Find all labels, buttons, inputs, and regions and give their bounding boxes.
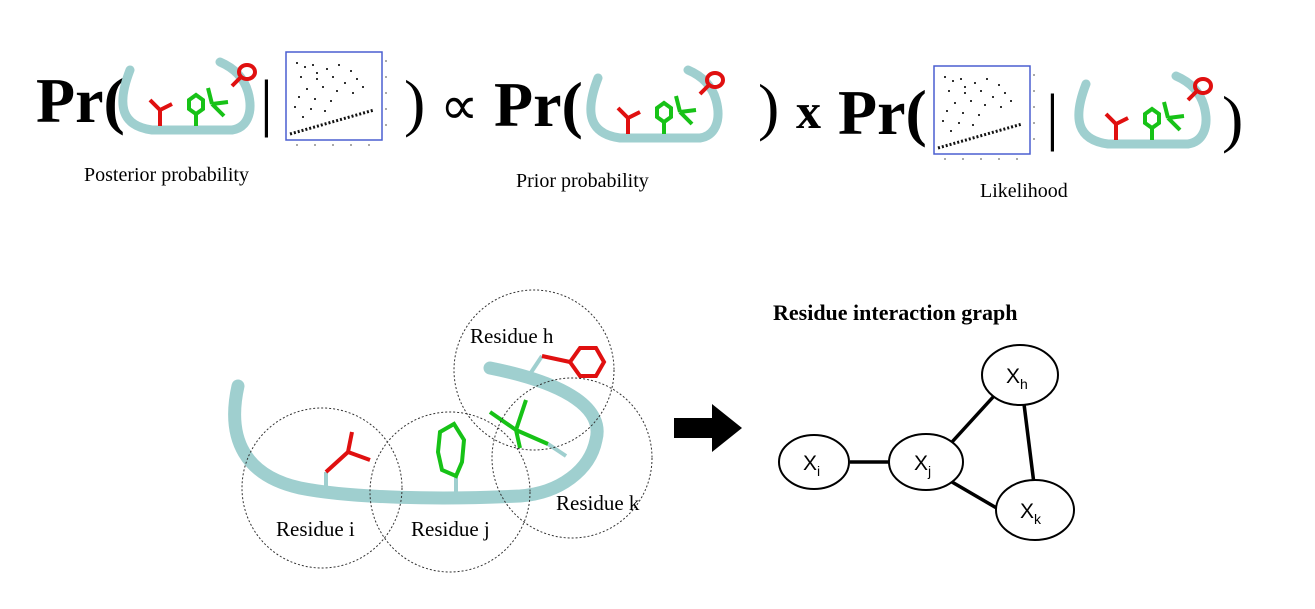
posterior-caption: Posterior probability xyxy=(84,164,249,186)
prior-pr-label: Pr( xyxy=(494,69,583,140)
graph-node-j: Xj xyxy=(888,433,964,491)
graph-node-i: Xi xyxy=(778,434,850,490)
residue-k-circle xyxy=(491,377,653,539)
proportional-symbol: ∝ xyxy=(440,76,479,136)
posterior-pr-label: Pr( xyxy=(36,65,125,136)
residue-k-label: Residue k xyxy=(556,491,640,515)
residue-h-sidechain xyxy=(528,346,607,378)
likelihood-pr-label: Pr( xyxy=(838,77,927,148)
residue-h-label: Residue h xyxy=(470,324,554,348)
prior-caption: Prior probability xyxy=(516,170,649,192)
prior-close-paren: ) xyxy=(758,71,779,142)
residue-i-circle xyxy=(241,407,403,569)
likelihood-plot-icon xyxy=(932,64,1036,161)
likelihood-close-paren: ) xyxy=(1222,83,1243,154)
residue-h-circle xyxy=(453,289,615,451)
svg-text:Xi: Xi xyxy=(803,452,820,479)
likelihood-caption: Likelihood xyxy=(980,180,1068,202)
residue-i-label: Residue i xyxy=(276,517,355,541)
posterior-bar: | xyxy=(260,67,273,138)
posterior-protein-icon xyxy=(123,62,255,130)
posterior-close-paren: ) xyxy=(404,67,425,138)
protein-structure-diagram: Residue h Residue i Residue j Residue k xyxy=(228,289,653,573)
likelihood-bar: | xyxy=(1046,81,1059,152)
graph-title: Residue interaction graph xyxy=(773,300,1017,325)
edge-j-h xyxy=(950,394,996,444)
residue-j-sidechain xyxy=(435,421,467,498)
svg-text:Xh: Xh xyxy=(1006,365,1028,392)
posterior-plot-icon xyxy=(284,50,388,147)
prior-protein-icon xyxy=(591,70,723,138)
edge-j-k xyxy=(951,480,1001,512)
bayes-equation: Pr( | ) Posterior probability ∝ Pr( ) Pr… xyxy=(36,50,1243,202)
graph-node-h: Xh xyxy=(981,344,1059,406)
residue-j-label: Residue j xyxy=(411,517,490,541)
residue-k-sidechain xyxy=(488,399,568,458)
graph-node-k: Xk xyxy=(995,479,1075,541)
svg-text:Xk: Xk xyxy=(1020,500,1042,527)
protein-backbone xyxy=(228,361,604,505)
residue-i-sidechain xyxy=(324,431,371,490)
likelihood-protein-icon xyxy=(1079,76,1211,144)
residue-j-circle xyxy=(369,411,531,573)
residue-interaction-graph: Residue interaction graph Xi Xj Xh Xk xyxy=(773,300,1075,541)
svg-text:Xj: Xj xyxy=(914,452,931,479)
transform-arrow xyxy=(674,404,742,452)
times-symbol: x xyxy=(796,83,821,139)
edge-h-k xyxy=(1022,403,1036,485)
